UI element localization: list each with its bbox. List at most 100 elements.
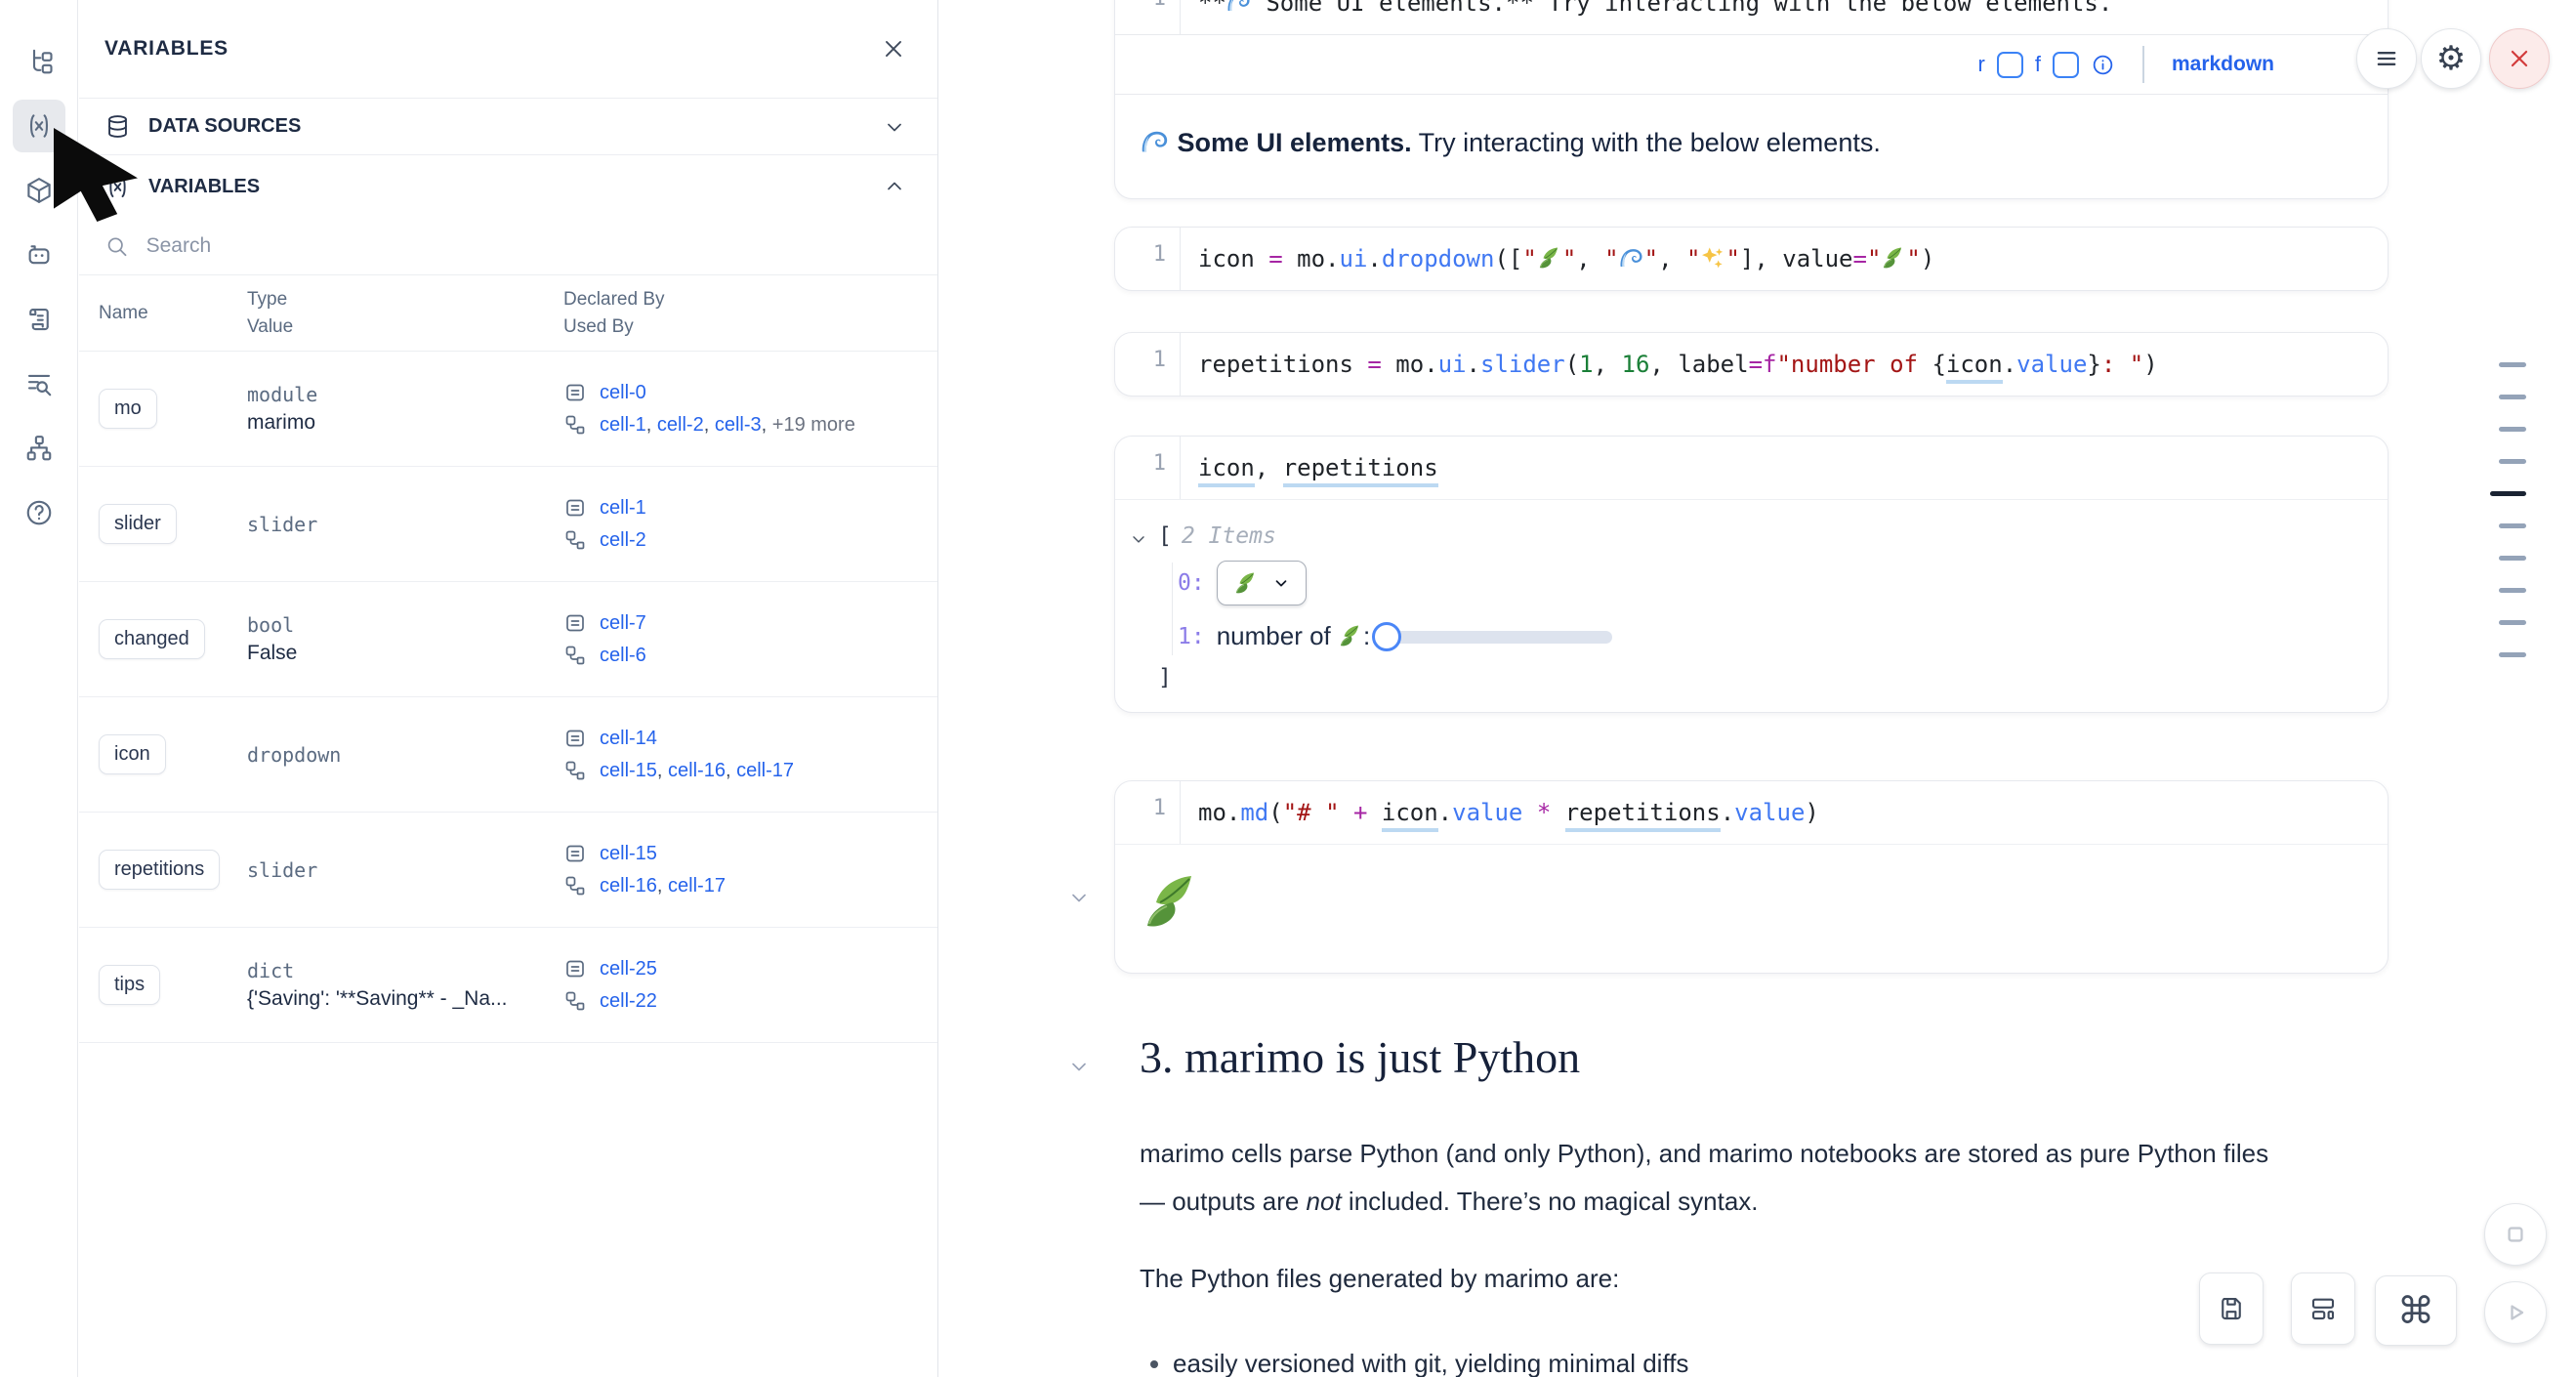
minimap-cell-marker[interactable] [2499, 459, 2526, 464]
item-index: 1: [1178, 623, 1205, 649]
sidebar-variables-x-button[interactable] [12, 100, 65, 152]
code-editor[interactable]: icon, repetitions [1181, 437, 1438, 499]
cell-link[interactable]: cell-17 [668, 874, 726, 897]
used-by-icon [563, 874, 587, 897]
run-button[interactable] [2484, 1281, 2547, 1344]
tree-open-row: [2 Items [1158, 523, 2388, 549]
sidebar-ai-robot-button[interactable] [13, 229, 65, 281]
code-editor[interactable]: repetitions = mo.ui.slider(1, 16, label=… [1181, 333, 2158, 396]
variables-table-body: mo module marimo cell-0 cell-1, cell-2, … [79, 352, 937, 1043]
sidebar-dependency-graph-button[interactable] [13, 422, 65, 475]
sidebar-logs-search-button[interactable] [13, 357, 65, 410]
used-by-icon [563, 413, 587, 437]
cell-link[interactable]: cell-6 [600, 644, 646, 666]
sidebar-package-cube-button[interactable] [13, 164, 65, 217]
slider-thumb[interactable] [1372, 621, 1402, 651]
declared-by-links: cell-7 [600, 612, 646, 635]
cell-config-toolbar: r f markdown [1115, 35, 2388, 95]
bracket-open: [ [1158, 523, 1172, 549]
minimap-cell-marker[interactable] [2499, 652, 2526, 657]
sidebar-help-button[interactable] [13, 486, 65, 539]
close-icon [2507, 46, 2532, 71]
variable-name-badge[interactable]: slider [99, 504, 177, 544]
minimap-cell-marker[interactable] [2499, 362, 2526, 367]
code-editor[interactable]: icon = mo.ui.dropdown(["", "", ""], valu… [1198, 245, 1935, 272]
used-by-links: cell-6 [600, 645, 646, 667]
dropdown-code-cell: 1 icon = mo.ui.dropdown(["", "", ""], va… [1114, 227, 2389, 291]
variable-name-badge[interactable]: repetitions [99, 850, 221, 890]
close-panel-icon[interactable] [881, 36, 906, 62]
variables-section[interactable]: VARIABLES [79, 155, 937, 218]
cell-link[interactable]: cell-22 [600, 989, 657, 1012]
cell-link[interactable]: cell-16 [600, 874, 657, 897]
chevron-down-icon [1272, 574, 1290, 592]
stop-button[interactable] [2484, 1203, 2547, 1266]
caret-down-icon[interactable] [1129, 529, 1148, 549]
dependency-graph-icon [24, 434, 54, 463]
variables-search [79, 218, 937, 274]
chevron-up-icon[interactable] [883, 175, 906, 198]
icon-dropdown-select[interactable] [1216, 561, 1307, 605]
collapse-chevron-icon[interactable] [1067, 886, 1091, 909]
items-count: 2 Items [1181, 523, 1276, 549]
minimap-cell-marker[interactable] [2499, 556, 2526, 561]
cell-link[interactable]: cell-3 [714, 413, 762, 436]
cell-link[interactable]: cell-15 [600, 842, 657, 864]
variable-name-badge[interactable]: changed [99, 619, 205, 659]
minimap-cell-marker[interactable] [2499, 395, 2526, 399]
search-input[interactable] [144, 233, 912, 259]
declared-by-links: cell-1 [600, 497, 646, 520]
info-icon[interactable] [2091, 53, 2115, 77]
shutdown-button[interactable] [2489, 28, 2550, 89]
format-checkbox[interactable] [2052, 51, 2079, 78]
minimap-cell-marker[interactable] [2490, 491, 2526, 496]
leaf-emoji [1881, 245, 1906, 271]
format-config-label: f [2034, 52, 2041, 76]
cell-link[interactable]: cell-1 [600, 413, 646, 436]
sidebar-file-tree-button[interactable] [13, 35, 65, 88]
collapse-chevron-icon[interactable] [1067, 1055, 1091, 1078]
cell-link[interactable]: cell-1 [600, 496, 646, 519]
cell-link[interactable]: cell-16 [668, 759, 726, 781]
ai-robot-icon [24, 240, 54, 270]
settings-button[interactable]: ⚙ [2421, 28, 2481, 89]
save-button[interactable] [2199, 1273, 2264, 1345]
cell-link[interactable]: cell-15 [600, 759, 657, 781]
cell-link[interactable]: cell-7 [600, 611, 646, 634]
sidebar-snippets-scroll-button[interactable] [13, 293, 65, 346]
minimap-cell-marker[interactable] [2499, 523, 2526, 528]
variable-name-badge[interactable]: tips [99, 965, 161, 1005]
cell-link[interactable]: cell-2 [656, 413, 704, 436]
minimap-cell-marker[interactable] [2499, 620, 2526, 625]
data-sources-section[interactable]: DATA SOURCES [79, 99, 937, 155]
minimap-cell-marker[interactable] [2499, 427, 2526, 432]
cell-link[interactable]: cell-14 [600, 727, 657, 749]
help-icon [24, 498, 54, 527]
slider-track[interactable] [1384, 630, 1613, 644]
cell-minimap [2490, 362, 2526, 657]
variable-name-badge[interactable]: icon [99, 734, 166, 774]
gear-icon: ⚙ [2435, 40, 2467, 77]
cell-link[interactable]: cell-0 [600, 381, 646, 403]
language-label[interactable]: markdown [2171, 53, 2274, 75]
command-palette-button[interactable]: ⌘ [2375, 1275, 2457, 1346]
line-number: 1 [1115, 0, 1181, 34]
chevron-down-icon[interactable] [883, 115, 906, 139]
table-row: slider slider cell-1 cell-2 [79, 467, 937, 582]
notebook-menu-button[interactable] [2356, 28, 2417, 89]
expression-cell: 1 icon, repetitions [2 Items 0: 1: numbe… [1114, 436, 2389, 713]
variables-section-label: VARIABLES [148, 175, 261, 197]
repetitions-slider [1372, 621, 1626, 651]
snippets-scroll-icon [24, 305, 54, 334]
code-editor[interactable]: mo.md("# " + icon.value * repetitions.va… [1181, 781, 1819, 844]
search-icon [104, 233, 129, 259]
layout-toggle-button[interactable] [2291, 1273, 2355, 1345]
wave-emoji [1141, 127, 1170, 156]
minimap-cell-marker[interactable] [2499, 588, 2526, 593]
variable-name-badge[interactable]: mo [99, 389, 157, 429]
cell-link[interactable]: cell-2 [600, 528, 646, 551]
cell-link[interactable]: cell-17 [736, 759, 795, 781]
reactive-checkbox[interactable] [1996, 51, 2023, 78]
cell-link[interactable]: cell-25 [600, 957, 657, 980]
code-editor[interactable]: ** Some UI elements.** Try interacting w… [1181, 0, 2112, 34]
